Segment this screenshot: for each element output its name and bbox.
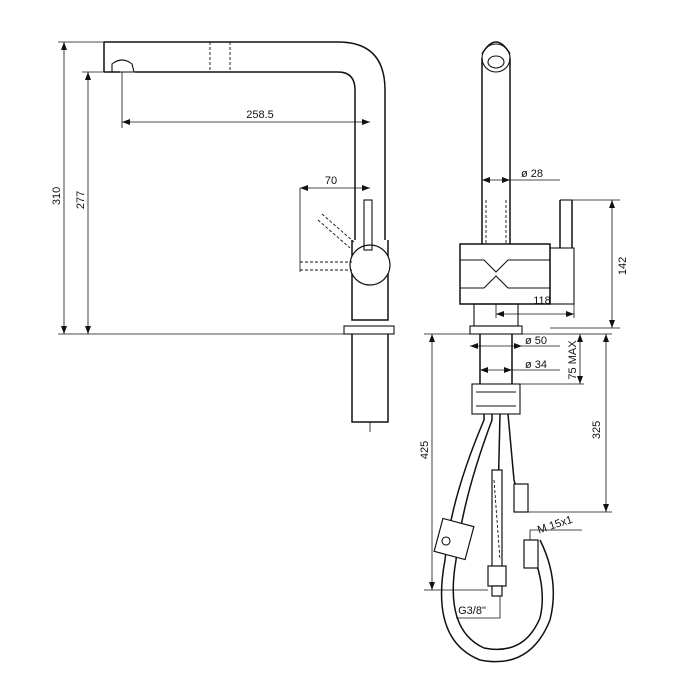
dim-spout-diameter: ø 28 bbox=[521, 168, 543, 180]
dim-height-total: 310 bbox=[51, 187, 63, 205]
front-view: ø 28 142 118 ø 50 ø 34 75 MAX 325 425 M … bbox=[419, 41, 629, 663]
dim-lever-offset: 70 bbox=[325, 175, 337, 187]
dim-shank-diameter: ø 34 bbox=[525, 359, 547, 371]
dim-body-width: 118 bbox=[533, 295, 551, 307]
dim-hose-length: 325 bbox=[591, 421, 603, 439]
dim-base-diameter: ø 50 bbox=[525, 335, 547, 347]
dim-body-height: 142 bbox=[617, 257, 629, 275]
dim-height-spout: 277 bbox=[75, 191, 87, 209]
dim-reach: 258.5 bbox=[246, 109, 274, 121]
dim-thread-g: G3/8" bbox=[458, 605, 486, 617]
side-view: 310 277 258.5 70 bbox=[51, 41, 395, 432]
dim-thread-m: M 15x1 bbox=[536, 514, 574, 537]
dim-deck-max: 75 MAX bbox=[567, 340, 579, 380]
dim-total-below: 425 bbox=[419, 441, 431, 459]
